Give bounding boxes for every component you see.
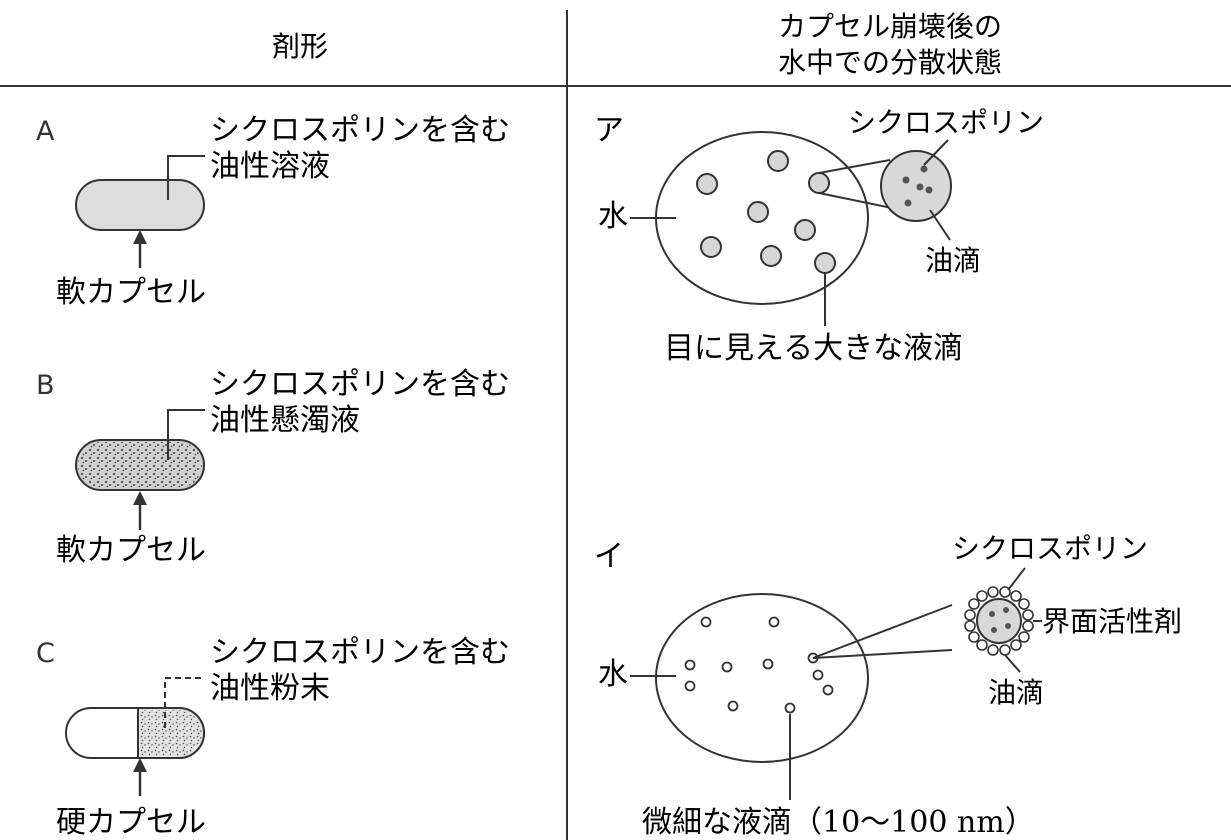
state-a-droplet [747,201,769,223]
state-b-droplet [784,702,796,714]
row-a-content-line1: シクロスポリンを含む [210,113,510,148]
state-a-droplets [696,150,836,274]
state-a-kana: ア [594,113,624,148]
row-c-capsule-label: 硬カプセル [56,805,206,840]
header-dosage-form: 剤形 [272,30,328,63]
state-b-droplet [727,700,739,712]
row-b-arrowhead [133,491,147,505]
state-b-drug-leader [1007,567,1026,591]
state-b-zoom-line-bottom [812,649,953,659]
row-c-arrowhead [133,758,147,772]
state-b-droplet [700,616,712,628]
state-b-droplet-leader [1004,654,1021,673]
state-b-droplet [762,658,774,670]
state-a-zoom-line-bottom [818,192,893,209]
row-a-leader-line [167,155,205,200]
state-b-water-label: 水 [598,657,628,692]
row-b-leader-line [167,409,205,460]
row-a-soft-capsule [75,179,205,231]
state-a-droplet [760,245,782,267]
state-b-droplet [684,680,696,692]
row-c-leader-line [164,677,205,728]
state-a-droplet [696,173,718,195]
state-b-surfactant-ring [964,586,1034,656]
state-b-kana: イ [594,539,624,574]
row-c-content-line1: シクロスポリンを含む [210,635,510,670]
state-b-droplet [721,661,733,673]
state-b-droplet [812,669,824,681]
row-a-capsule-label: 軟カプセル [56,275,206,310]
row-a-content-line2: 油性溶液 [210,149,330,184]
state-a-droplet-magnified [880,150,952,222]
row-c-letter: C [36,638,55,669]
state-a-droplet [794,219,816,241]
row-c-powder-fill [140,710,202,756]
state-b-size-label: 微細な液滴（10〜100 nm） [642,805,1035,840]
state-a-droplet-leader [929,209,951,241]
state-b-surfactant-label: 界面活性剤 [1042,605,1182,638]
row-b-capsule-label: 軟カプセル [56,533,206,568]
state-a-droplet [767,150,789,172]
state-a-size-label: 目に見える大きな液滴 [664,331,963,366]
state-a-droplet [808,172,830,194]
row-c-content-line2: 油性粉末 [210,671,330,706]
state-a-drug-label: シクロスポリン [848,106,1044,139]
header-state-line1: カプセル崩壊後の [778,10,1002,43]
state-a-droplet [700,236,722,258]
state-a-droplet-label: 油滴 [925,244,981,277]
row-a-letter: A [36,116,55,147]
row-b-letter: B [36,370,55,401]
state-a-drug-dots [902,165,933,207]
state-b-droplet-label: 油滴 [988,676,1044,709]
state-b-drug-label: シクロスポリン [952,532,1148,565]
row-a-arrowhead [133,230,147,244]
state-b-water-ellipse [655,593,869,763]
header-state-line2: 水中での分散状態 [778,46,1002,79]
state-b-droplet [684,659,696,671]
row-b-suspension-fill [78,442,202,488]
row-b-content-line2: 油性懸濁液 [210,403,360,438]
state-b-droplet [822,684,834,696]
state-b-droplet-magnified [976,598,1022,644]
state-a-droplet [814,252,836,274]
state-a-water-label: 水 [598,199,628,234]
row-b-content-line1: シクロスポリンを含む [210,367,510,402]
state-a-zoom-line-top [818,159,891,174]
state-b-fine-droplets [684,616,834,714]
state-b-droplet [768,616,780,628]
state-b-drug-dots [989,607,1011,633]
state-b-zoom-line-top [812,604,953,659]
state-a-drug-leader [923,139,949,166]
